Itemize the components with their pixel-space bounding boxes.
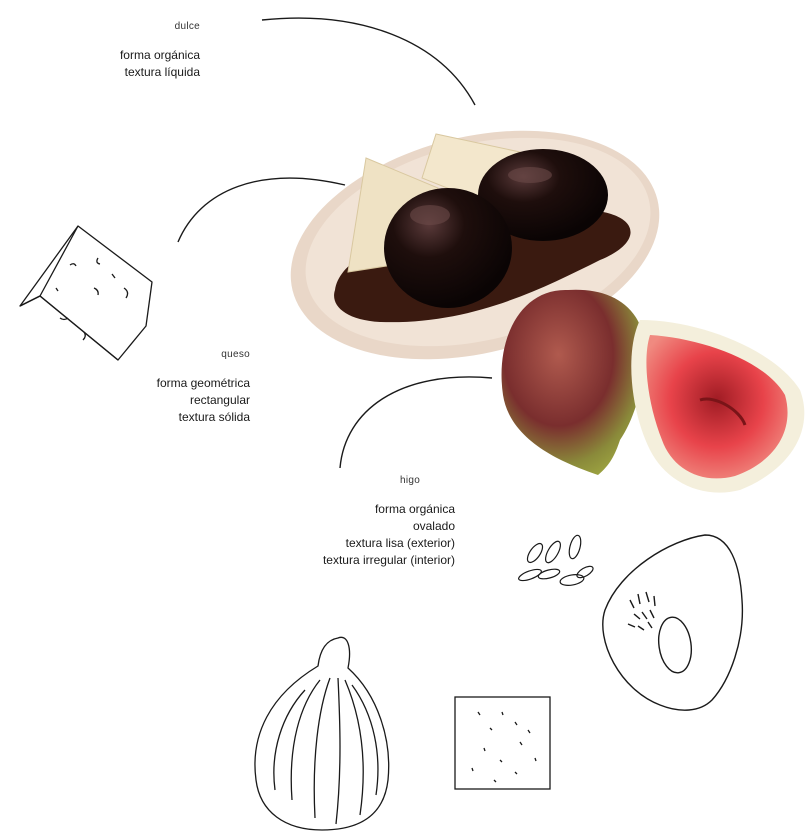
label-queso-line: rectangular — [100, 392, 250, 409]
label-queso-line: textura sólida — [100, 409, 250, 426]
label-higo: higo forma orgánica ovalado textura lisa… — [245, 472, 455, 569]
fig-photo — [502, 290, 805, 493]
fig-section-sketch — [603, 535, 743, 710]
cheese-sketch — [20, 226, 152, 360]
seeds-sketch — [517, 534, 594, 587]
label-dulce-heading: dulce — [60, 18, 200, 35]
label-higo-line: textura irregular (interior) — [245, 552, 455, 569]
label-dulce: dulce forma orgánica textura líquida — [60, 18, 200, 81]
label-higo-line: forma orgánica — [245, 501, 455, 518]
label-queso-heading: queso — [100, 346, 250, 363]
label-queso-line: forma geométrica — [100, 375, 250, 392]
label-higo-heading: higo — [245, 472, 455, 489]
connector-higo — [340, 377, 492, 468]
label-queso: queso forma geométrica rectangular textu… — [100, 346, 250, 426]
connector-dulce — [262, 18, 475, 105]
label-dulce-line: textura líquida — [60, 64, 200, 81]
label-higo-line: textura lisa (exterior) — [245, 535, 455, 552]
skin-texture-sketch — [455, 697, 550, 789]
label-dulce-line: forma orgánica — [60, 47, 200, 64]
label-higo-line: ovalado — [245, 518, 455, 535]
fig-whole-sketch — [255, 637, 389, 830]
